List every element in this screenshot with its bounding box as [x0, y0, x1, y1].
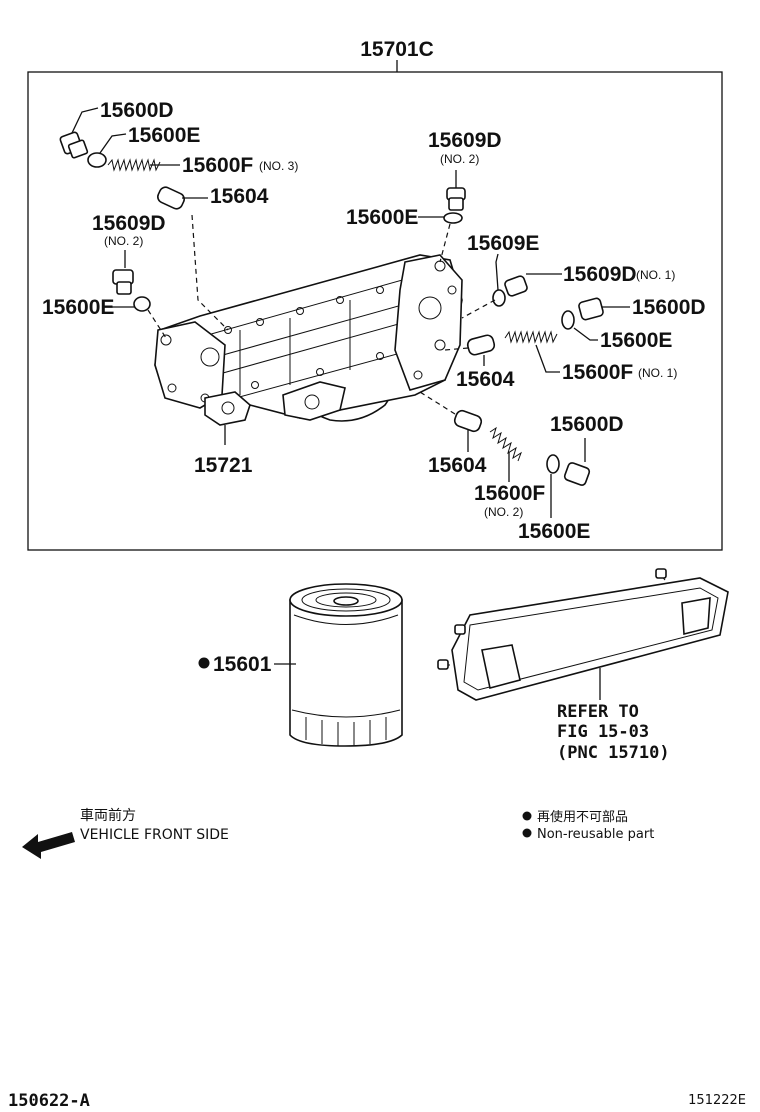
legend-jp: 再使用不可部品	[537, 809, 628, 825]
legend-bullet-en	[522, 828, 532, 838]
callout-15604-c: 15604	[428, 454, 487, 477]
oring-15600e-top	[443, 212, 463, 224]
callout-15600e-c: 15600E	[42, 296, 114, 319]
valve-15604-top	[157, 186, 185, 210]
footer-left: 150622-A	[8, 1091, 90, 1111]
non-reusable-marker-15601	[198, 657, 210, 669]
oring-15600e-bottom	[546, 454, 560, 474]
callout-15600f-c: 15600F	[474, 482, 545, 505]
assembly-frame	[27, 71, 723, 551]
footer-right: 151222E	[688, 1093, 746, 1108]
callout-15600e-d: 15600E	[600, 329, 672, 352]
spring-15600f-no1	[504, 330, 558, 344]
oil-cooler-body	[154, 254, 463, 422]
legend-en: Non-reusable part	[537, 827, 654, 842]
direction-jp: 車両前方	[80, 807, 136, 824]
leader-lines	[71, 107, 630, 518]
plug-15609d-left	[112, 269, 134, 295]
callouts: 15600D 15600E 15600F (NO. 3) 15604 15609…	[42, 99, 706, 543]
legend-bullet-jp	[522, 811, 532, 821]
callout-15604-b: 15604	[456, 368, 515, 391]
callout-15600f-b-note: (NO. 1)	[638, 366, 677, 380]
oring-15600e-left	[133, 296, 151, 312]
refer-line2: FIG 15-03	[557, 722, 649, 742]
valve-15604-mid	[466, 334, 496, 356]
oil-filter-15601	[289, 583, 403, 747]
direction-en: VEHICLE FRONT SIDE	[80, 827, 229, 843]
spring-15600f-no3	[107, 158, 161, 172]
assembly-label: 15701C	[360, 38, 434, 61]
callout-15721: 15721	[194, 454, 253, 477]
callout-15609d-d-note: (NO. 1)	[636, 268, 675, 282]
callout-15600e-a: 15600E	[128, 124, 200, 147]
callout-15609d-b: 15609D	[428, 129, 502, 152]
callout-15600f-b: 15600F	[562, 361, 633, 384]
refer-line1: REFER TO	[557, 702, 639, 722]
callout-15609d-c: 15609D	[92, 212, 166, 235]
plug-15600d-top-left	[59, 131, 89, 159]
callout-15604-a: 15604	[210, 185, 269, 208]
plug-15609d-top	[446, 187, 466, 211]
refer-line3: (PNC 15710)	[557, 743, 670, 763]
callout-15609d-d: 15609D	[563, 263, 637, 286]
valve-15604-bottom	[453, 409, 483, 433]
callout-15600e-e: 15600E	[518, 520, 590, 543]
callout-15609e: 15609E	[467, 232, 539, 255]
plug-15609d-no1	[504, 275, 528, 297]
oring-15609e	[492, 289, 506, 307]
spring-15600f-no2	[489, 426, 522, 462]
oil-cooler-element-ref	[437, 568, 729, 701]
front-arrow-icon	[22, 832, 75, 859]
callout-15609d-b-note: (NO. 2)	[440, 152, 479, 166]
callout-15600f-a-note: (NO. 3)	[259, 159, 298, 173]
callout-15600d-b: 15600D	[632, 296, 706, 319]
callout-15600d-c: 15600D	[550, 413, 624, 436]
gasket-15721	[204, 381, 346, 426]
callout-15600d-a: 15600D	[100, 99, 174, 122]
callout-15600e-b: 15600E	[346, 206, 418, 229]
callout-15600f-a: 15600F	[182, 154, 253, 177]
oring-15600e-right	[561, 310, 575, 330]
plug-15600d-bottom	[563, 462, 591, 486]
callout-15600f-c-note: (NO. 2)	[484, 505, 523, 519]
oring-15600e-top-left	[87, 152, 107, 168]
callout-15609d-c-note: (NO. 2)	[104, 234, 143, 248]
plug-15600d-right	[578, 297, 604, 321]
callout-15601: 15601	[213, 653, 272, 676]
